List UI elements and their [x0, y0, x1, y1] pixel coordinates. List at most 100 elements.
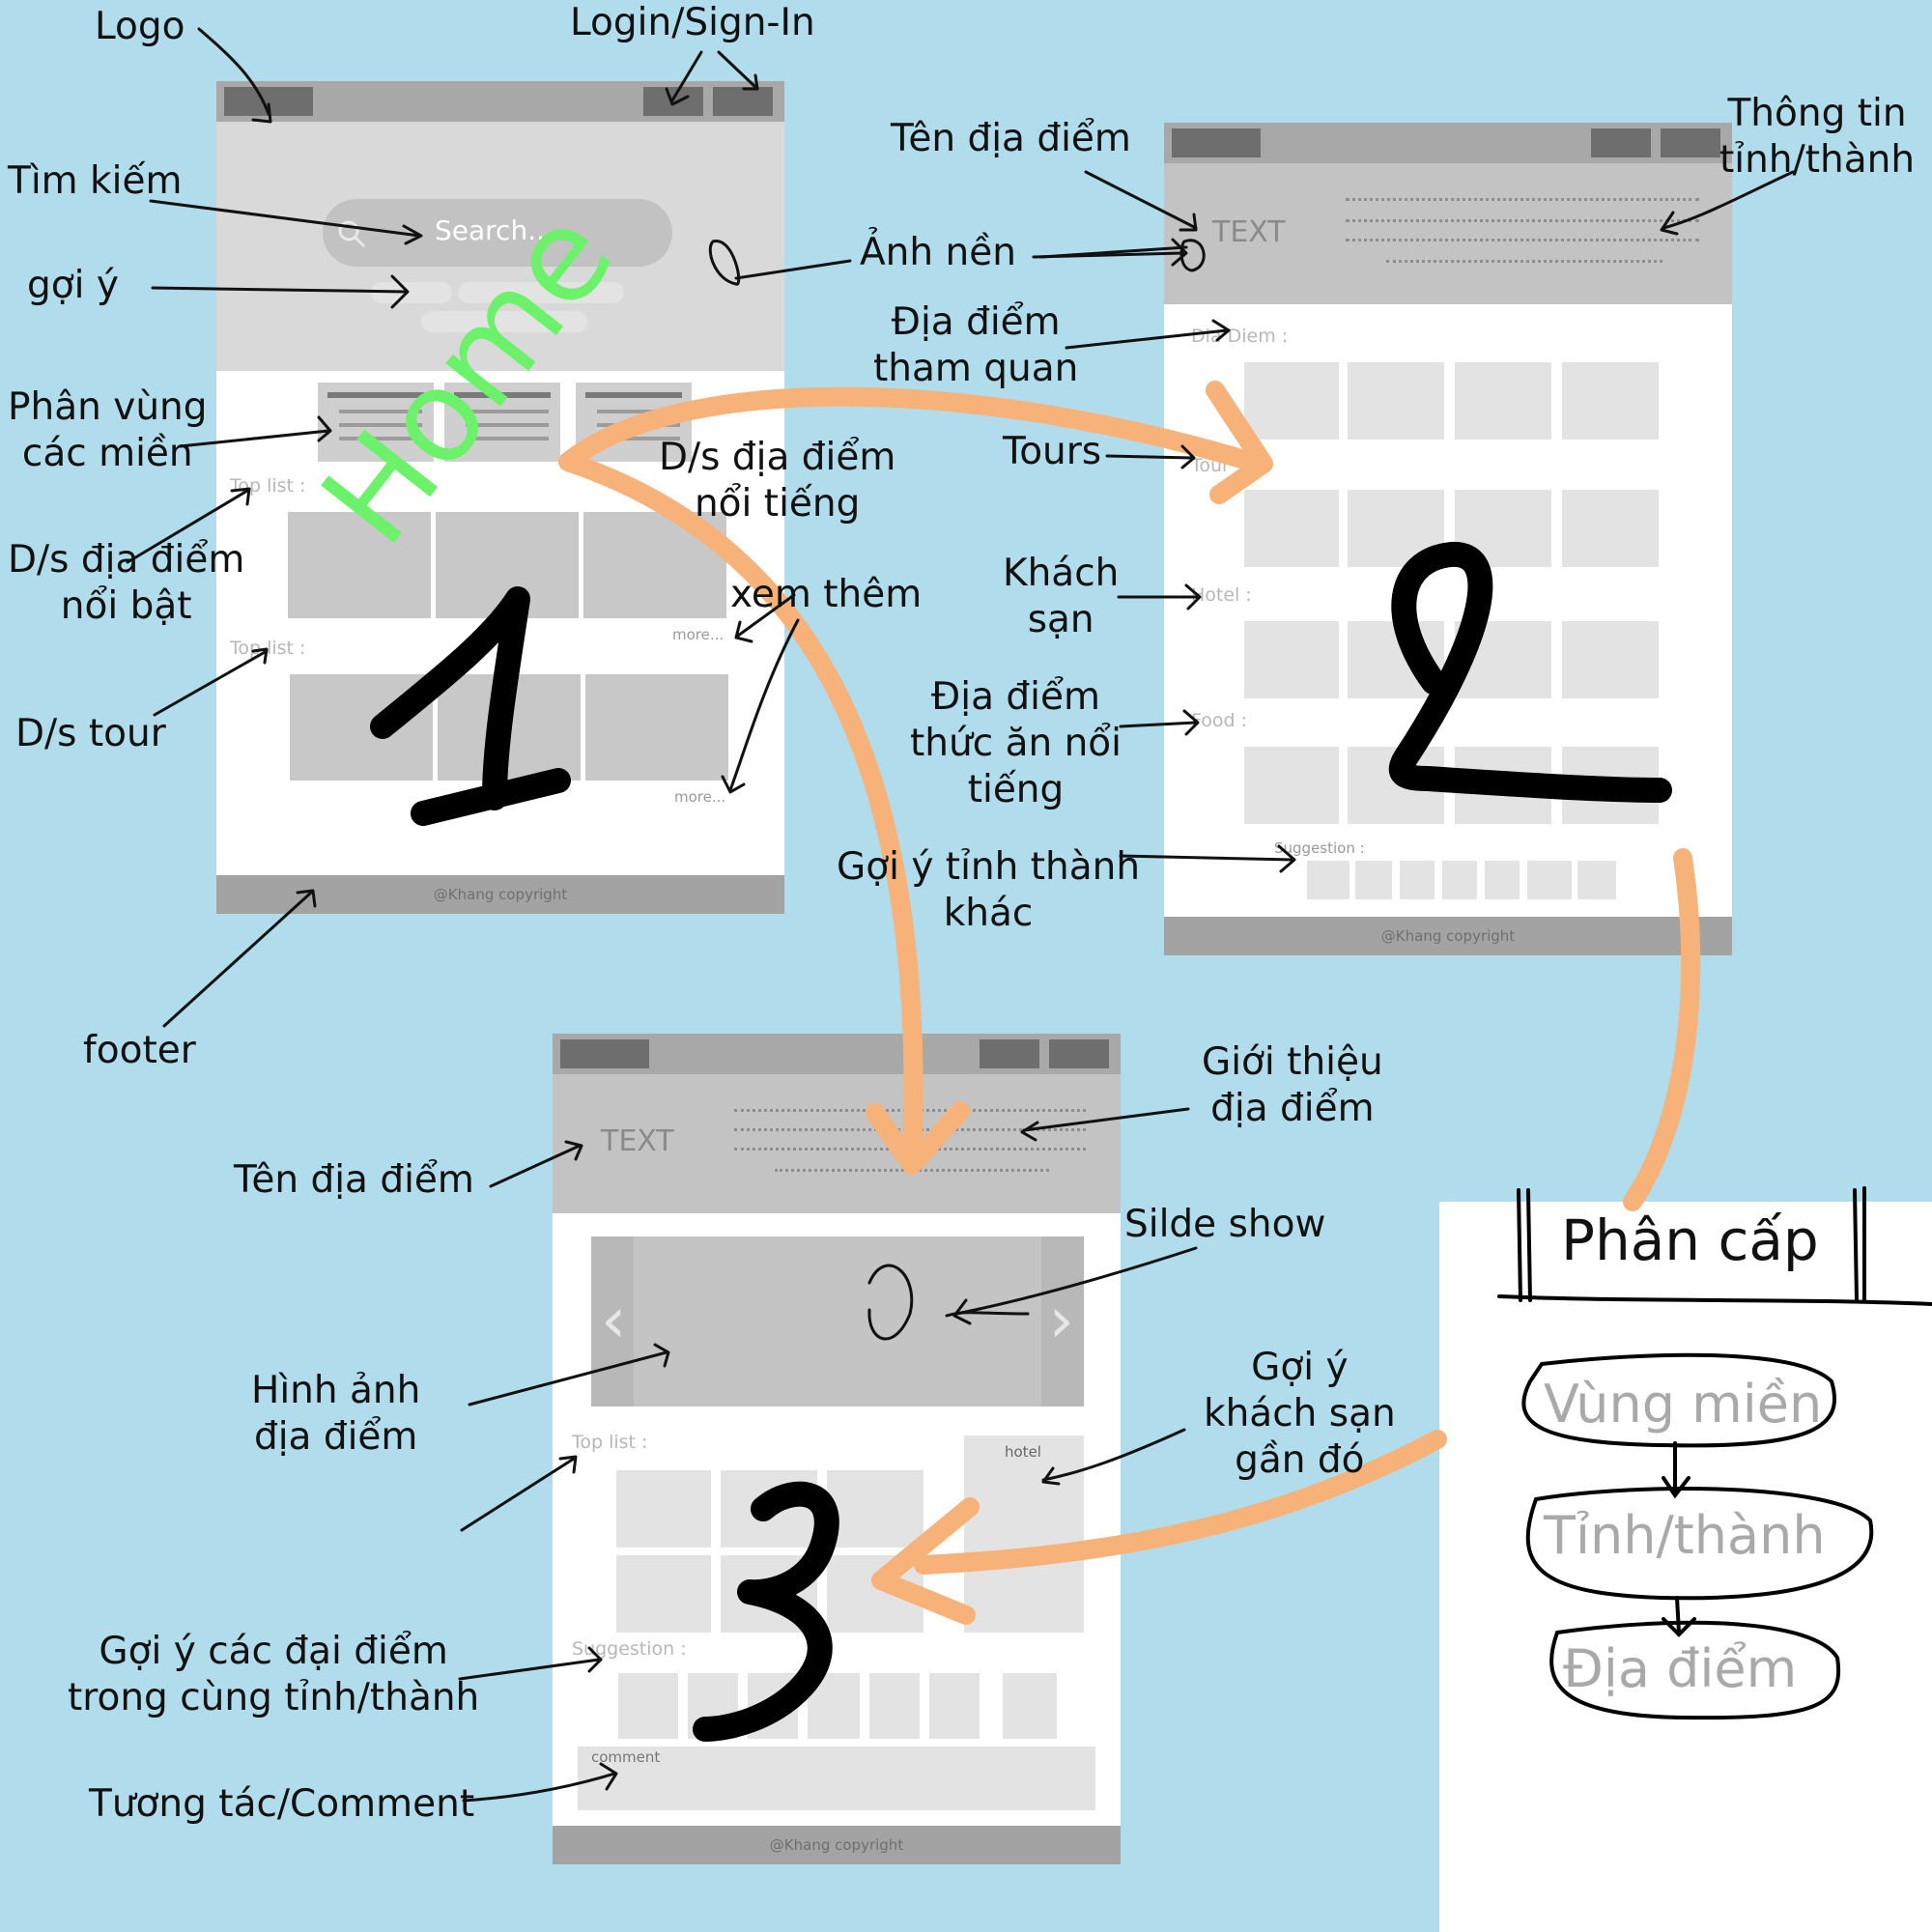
slideshow-prev-zone[interactable]: [591, 1236, 634, 1406]
place-banner: [553, 1074, 1121, 1213]
flow-arrow-province-to-hierarchy: [1623, 848, 1701, 1211]
chevron-right-icon[interactable]: ›: [1048, 1283, 1074, 1357]
more-link[interactable]: more...: [674, 788, 726, 806]
section-label: Food :: [1191, 710, 1248, 731]
province-info-line: [1346, 239, 1699, 242]
callout-arrows: [126, 27, 1795, 1803]
hotel-label: hotel: [1005, 1443, 1041, 1461]
wireframe-province: TEXT Dia Diem : Tour Hotel : Food : Sugg…: [1164, 123, 1732, 955]
place-card[interactable]: [1348, 362, 1444, 440]
copyright-text: @Khang copyright: [1380, 927, 1516, 945]
place-card[interactable]: [1562, 362, 1659, 440]
login-button[interactable]: [980, 1039, 1039, 1068]
suggestion-tile[interactable]: [1307, 861, 1350, 899]
featured-place-card[interactable]: [288, 512, 431, 618]
annotation-place-name-3: Tên địa điểm: [234, 1158, 474, 1202]
signin-button[interactable]: [1661, 128, 1720, 157]
chevron-left-icon[interactable]: ‹: [601, 1283, 627, 1357]
region-card[interactable]: [318, 383, 434, 462]
hierarchy-outline: [1497, 1186, 1932, 1720]
hierarchy-node-province: Tỉnh/thành: [1544, 1505, 1826, 1566]
number-1-glyph: [370, 586, 571, 826]
province-name: TEXT: [1212, 215, 1286, 249]
suggestion-chip[interactable]: [371, 282, 452, 303]
suggestion-tile[interactable]: [1355, 861, 1392, 899]
province-info-line: [1346, 219, 1699, 222]
section-label: Hotel :: [1191, 584, 1252, 606]
place-photo-tile[interactable]: [827, 1470, 923, 1548]
slideshow-next-zone[interactable]: [1041, 1236, 1084, 1406]
annotation-tours: Tours: [1003, 430, 1102, 473]
province-info-line: [1346, 198, 1699, 201]
copyright-text: @Khang copyright: [769, 1836, 904, 1854]
suggestion-label: Suggestion :: [572, 1638, 687, 1660]
suggestion-tile[interactable]: [869, 1673, 920, 1739]
place-name: TEXT: [601, 1124, 674, 1158]
place-card[interactable]: [1244, 362, 1339, 440]
suggestion-tile[interactable]: [1003, 1673, 1057, 1739]
number-2-glyph: [1388, 541, 1672, 803]
comment-label: comment: [591, 1748, 661, 1766]
home-label: Home: [294, 184, 642, 572]
place-card[interactable]: [1455, 362, 1551, 440]
copyright-text: @Khang copyright: [433, 886, 568, 903]
search-icon: [338, 220, 366, 248]
suggestion-tile[interactable]: [929, 1673, 980, 1739]
province-banner: [1164, 163, 1732, 304]
flow-arrow-home-to-place: [558, 452, 923, 1175]
hotel-card[interactable]: [1562, 621, 1659, 698]
suggestion-tile[interactable]: [1577, 861, 1616, 899]
suggestion-tile[interactable]: [1442, 861, 1477, 899]
place-photo-tile[interactable]: [616, 1470, 711, 1548]
wireframe-place: TEXT ‹ › Top list : hotel Suggestion : c…: [553, 1034, 1121, 1864]
footer: @Khang copyright: [553, 1826, 1121, 1864]
region-card[interactable]: [444, 383, 560, 462]
search-bar[interactable]: Search...: [323, 199, 672, 267]
hotel-card[interactable]: [1244, 621, 1339, 698]
suggestion-chip[interactable]: [458, 282, 624, 303]
suggestion-chip[interactable]: [421, 311, 587, 332]
wireframe-home: Search... Top list : more... Top list : …: [216, 81, 784, 914]
suggestion-tile[interactable]: [618, 1673, 678, 1739]
annotation-comment: Tương tác/Comment: [89, 1782, 475, 1826]
comment-box[interactable]: [578, 1747, 1095, 1810]
tour-card[interactable]: [585, 674, 728, 781]
tour-card[interactable]: [1562, 490, 1659, 567]
food-card[interactable]: [1244, 747, 1339, 824]
flow-arrow-head: [1206, 381, 1273, 504]
tour-card[interactable]: [1244, 490, 1339, 567]
signin-button[interactable]: [1049, 1039, 1109, 1068]
number-3-glyph: [693, 1481, 839, 1742]
place-photo-tile[interactable]: [616, 1555, 711, 1633]
hierarchy-node-region: Vùng miền: [1544, 1374, 1823, 1435]
annotation-slideshow: Silde show: [1124, 1203, 1326, 1246]
province-info-line: [1386, 260, 1662, 263]
hierarchy-title: Phân cấp: [1561, 1208, 1819, 1273]
flow-arrow-home-to-province: [558, 386, 1267, 473]
logo-block[interactable]: [1172, 128, 1261, 157]
suggestion-tile[interactable]: [1485, 861, 1520, 899]
hotel-panel[interactable]: [964, 1435, 1084, 1633]
login-button[interactable]: [1591, 128, 1651, 157]
suggestion-tile[interactable]: [1400, 861, 1435, 899]
flow-arrow-head: [871, 1497, 980, 1625]
logo-block[interactable]: [560, 1039, 649, 1068]
flow-arrow-hierarchy-to-place: [914, 1430, 1447, 1575]
annotation-search: Tìm kiếm: [8, 159, 183, 203]
slideshow[interactable]: ‹ ›: [591, 1236, 1084, 1406]
top-list-label: Top list :: [572, 1432, 648, 1453]
hierarchy-node-place: Địa điểm: [1563, 1638, 1798, 1699]
more-link[interactable]: more...: [672, 626, 724, 643]
suggestion-tile[interactable]: [1527, 861, 1572, 899]
signin-button[interactable]: [713, 87, 773, 116]
annotation-login: Login/Sign-In: [570, 1, 815, 44]
